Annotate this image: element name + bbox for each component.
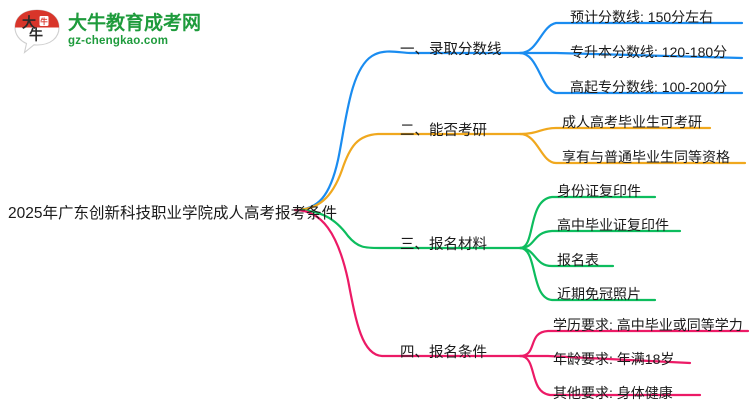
logo-text-block: 大牛教育成考网 gz-chengkao.com (68, 14, 201, 48)
site-logo: 牛 大 牛 大牛教育成考网 gz-chengkao.com (12, 4, 201, 58)
leaf-label-1-3[interactable]: 高起专分数线: 100-200分 (570, 79, 728, 95)
mindmap-center-title[interactable]: 2025年广东创新科技职业学院成人高考报考条件 (8, 205, 337, 222)
svg-text:大: 大 (22, 15, 36, 32)
branch-label-3[interactable]: 三、报名材料 (400, 237, 487, 253)
leaf-label-3-3[interactable]: 报名表 (557, 252, 599, 268)
leaf-label-4-3[interactable]: 其他要求: 身体健康 (553, 385, 673, 401)
leaf-label-3-4[interactable]: 近期免冠照片 (557, 286, 641, 302)
daniu-speech-bubble-logo: 牛 大 牛 (12, 6, 62, 56)
connector-center-to-branch-4 (293, 208, 522, 358)
svg-text:牛: 牛 (40, 16, 48, 26)
logo-brand-name: 大牛教育成考网 (68, 13, 202, 35)
leaf-label-4-2[interactable]: 年龄要求: 年满18岁 (553, 351, 675, 367)
leaf-label-4-1[interactable]: 学历要求: 高中毕业或同等学力 (553, 317, 743, 333)
leaf-label-1-2[interactable]: 专升本分数线: 120-180分 (570, 44, 728, 60)
leaf-label-3-1[interactable]: 身份证复印件 (557, 183, 641, 199)
logo-domain: gz-chengkao.com (68, 35, 169, 48)
branch-label-1[interactable]: 一、录取分数线 (400, 42, 502, 58)
branch-label-2[interactable]: 二、能否考研 (400, 123, 487, 139)
branch-label-4[interactable]: 四、报名条件 (400, 345, 487, 361)
svg-text:牛: 牛 (29, 27, 43, 44)
connector-center-to-branch-2 (293, 132, 522, 212)
leaf-label-2-1[interactable]: 成人高考毕业生可考研 (562, 114, 702, 130)
leaf-label-2-2[interactable]: 享有与普通毕业生同等资格 (562, 149, 730, 165)
leaf-label-1-1[interactable]: 预计分数线: 150分左右 (570, 9, 714, 25)
leaf-label-3-2[interactable]: 高中毕业证复印件 (557, 217, 669, 233)
